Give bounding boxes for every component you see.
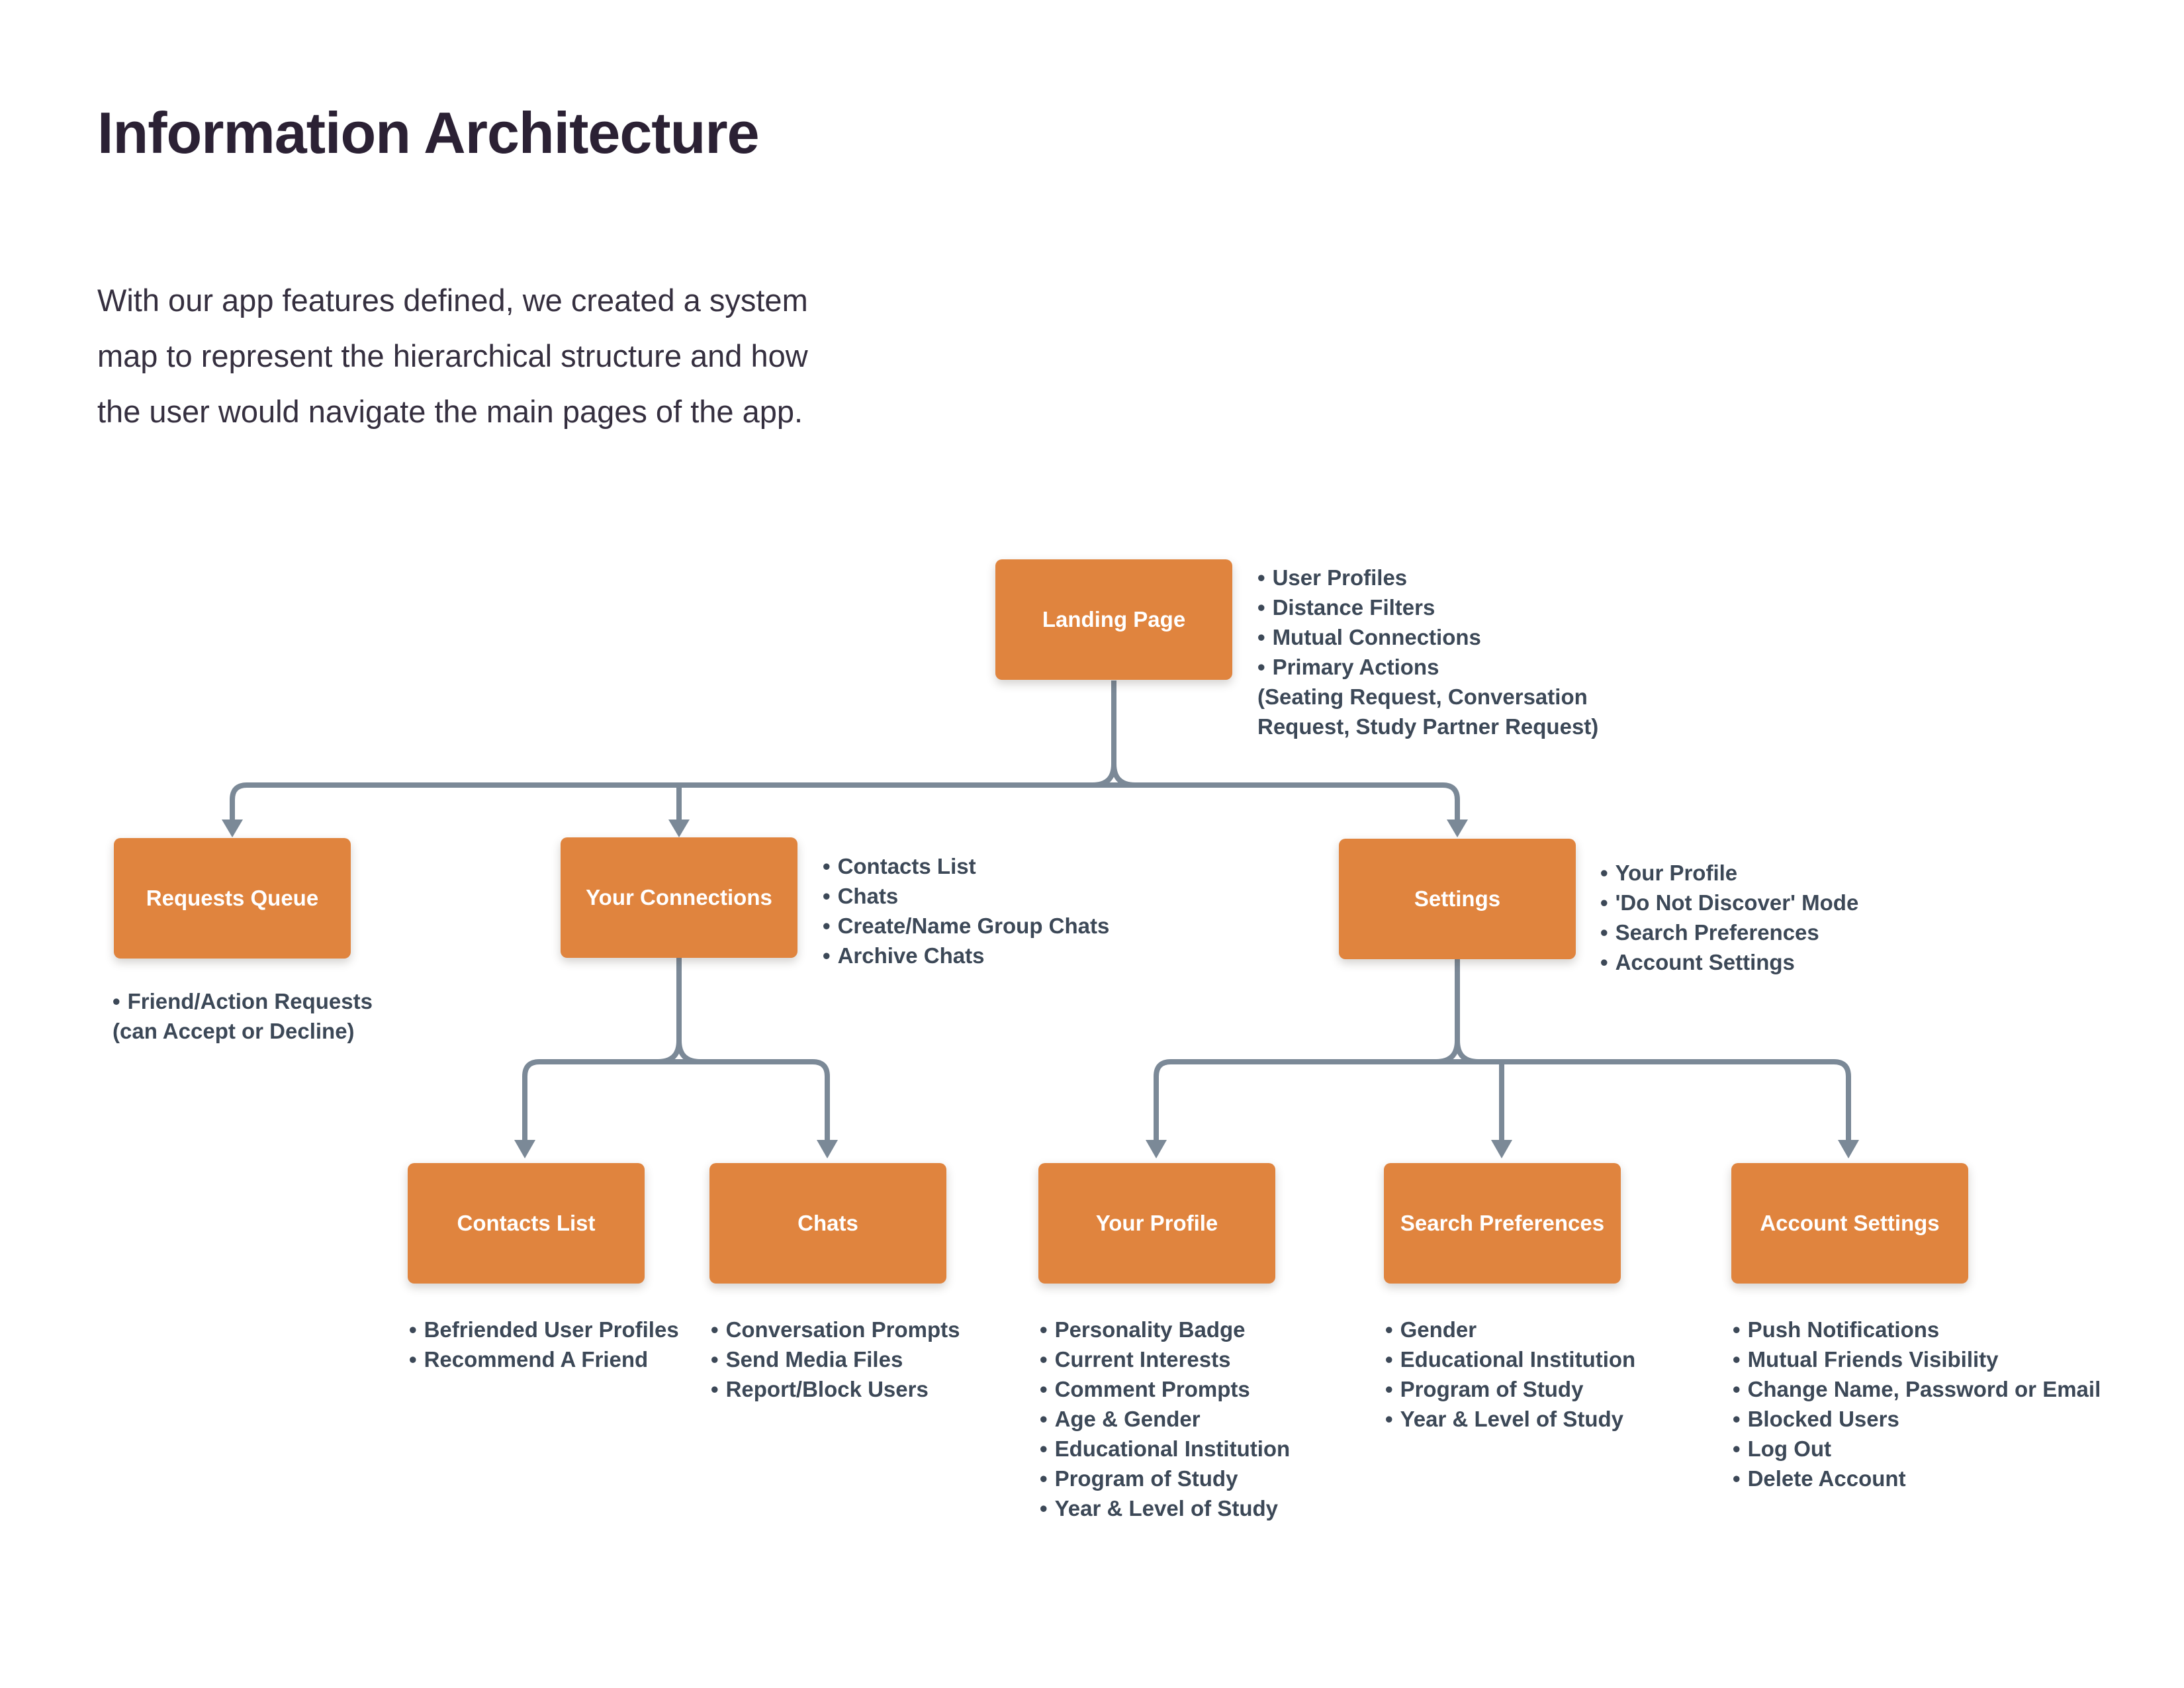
bullet-item: Archive Chats <box>823 941 1246 970</box>
bullet-item: Chats <box>823 881 1246 911</box>
node-label: Chats <box>797 1211 858 1235</box>
bullet-item: Your Profile <box>1600 858 2024 888</box>
connector-landing-fillet-right <box>1111 763 1136 788</box>
arrowhead-your-profile <box>1146 1140 1167 1158</box>
bullet-item: Educational Institution <box>1040 1434 1410 1464</box>
intro-text: With our app features defined, we create… <box>97 283 808 429</box>
bullet-item: Recommend A Friend <box>409 1344 780 1374</box>
node-label: Settings <box>1414 886 1501 911</box>
node-label: Contacts List <box>457 1211 596 1235</box>
bullet-item: Current Interests <box>1040 1344 1410 1374</box>
bullet-list-landing-page: User ProfilesDistance FiltersMutual Conn… <box>1257 563 1641 741</box>
bullet-list-requests-queue: Friend/Action Requests (can Accept or De… <box>113 986 496 1046</box>
connector-level2-rail <box>230 782 1460 822</box>
node-label: Your Profile <box>1095 1211 1218 1235</box>
connector-connections-fillet-left <box>657 1040 682 1064</box>
arrowhead-chats <box>817 1140 838 1158</box>
bullet-item: Primary Actions <box>1257 652 1641 682</box>
bullet-item: Change Name, Password or Email <box>1733 1374 2183 1404</box>
bullet-item: Educational Institution <box>1385 1344 1756 1374</box>
bullet-item: Age & Gender <box>1040 1404 1410 1434</box>
bullet-item: Contacts List <box>823 851 1246 881</box>
bullet-item: Program of Study <box>1385 1374 1756 1404</box>
bullet-item: Mutual Connections <box>1257 622 1641 652</box>
bullet-item: 'Do Not Discover' Mode <box>1600 888 2024 917</box>
arrowhead-settings <box>1447 820 1468 837</box>
bullet-item: Search Preferences <box>1600 917 2024 947</box>
bullet-list-account-settings: Push NotificationsMutual Friends Visibil… <box>1733 1315 2183 1493</box>
bullet-item: Year & Level of Study <box>1040 1493 1410 1523</box>
bullet-item: Gender <box>1385 1315 1756 1344</box>
bullet-item: Delete Account <box>1733 1464 2183 1493</box>
node-your-profile: Your Profile <box>1038 1163 1275 1284</box>
connector-connections-rail <box>522 1059 830 1141</box>
bullet-item: Blocked Users <box>1733 1404 2183 1434</box>
node-label: Requests Queue <box>146 886 319 910</box>
arrowhead-your-connections <box>668 820 690 837</box>
bullet-item: Personality Badge <box>1040 1315 1410 1344</box>
connector-settings-fillet-right <box>1455 1040 1479 1064</box>
bullet-item: Conversation Prompts <box>711 1315 1081 1344</box>
bullet-item: Create/Name Group Chats <box>823 911 1246 941</box>
bullet-item: Program of Study <box>1040 1464 1410 1493</box>
note-text: (can Accept or Decline) <box>113 1019 355 1043</box>
arrowhead-search-preferences <box>1491 1140 1512 1158</box>
node-contacts-list: Contacts List <box>408 1163 645 1284</box>
bullet-item: Friend/Action Requests <box>113 986 496 1016</box>
node-account-settings: Account Settings <box>1731 1163 1968 1284</box>
bullet-list-contacts-list: Befriended User ProfilesRecommend A Frie… <box>409 1315 780 1374</box>
node-chats: Chats <box>709 1163 946 1284</box>
bullet-item: Account Settings <box>1600 947 2024 977</box>
node-search-preferences: Search Preferences <box>1384 1163 1621 1284</box>
bullet-item: Befriended User Profiles <box>409 1315 780 1344</box>
node-label: Account Settings <box>1760 1211 1940 1235</box>
arrowhead-requests-queue <box>222 820 243 837</box>
page-title: Information Architecture <box>97 100 760 165</box>
connector-settings-fillet-left <box>1435 1040 1460 1064</box>
bullet-item: Distance Filters <box>1257 592 1641 622</box>
bullet-list-search-preferences: GenderEducational InstitutionProgram of … <box>1385 1315 1756 1434</box>
arrowhead-account-settings <box>1838 1140 1859 1158</box>
bullet-item: Push Notifications <box>1733 1315 2183 1344</box>
connector-landing-fillet-left <box>1092 763 1116 788</box>
bullet-item: Log Out <box>1733 1434 2183 1464</box>
node-your-connections: Your Connections <box>561 837 797 958</box>
node-label: Landing Page <box>1042 607 1186 632</box>
bullet-list-chats: Conversation PromptsSend Media FilesRepo… <box>711 1315 1081 1404</box>
arrowhead-contacts-list <box>514 1140 535 1158</box>
bullet-item: Report/Block Users <box>711 1374 1081 1404</box>
bullet-list-your-connections: Contacts ListChatsCreate/Name Group Chat… <box>823 851 1246 970</box>
bullet-list-your-profile: Personality BadgeCurrent InterestsCommen… <box>1040 1315 1410 1523</box>
node-label: Your Connections <box>586 885 772 910</box>
note-text: (Seating Request, Conversation Request, … <box>1257 684 1599 739</box>
node-label: Search Preferences <box>1400 1211 1605 1235</box>
node-settings: Settings <box>1339 839 1576 959</box>
connector-settings-rail <box>1154 1059 1851 1141</box>
bullet-list-settings: Your Profile'Do Not Discover' ModeSearch… <box>1600 858 2024 977</box>
bullet-item: Year & Level of Study <box>1385 1404 1756 1434</box>
connector-connections-fillet-right <box>676 1040 701 1064</box>
bullet-item: Send Media Files <box>711 1344 1081 1374</box>
node-landing-page: Landing Page <box>995 559 1232 680</box>
node-requests-queue: Requests Queue <box>114 838 351 959</box>
bullet-item: User Profiles <box>1257 563 1641 592</box>
bullet-item: Comment Prompts <box>1040 1374 1410 1404</box>
bullet-item: Mutual Friends Visibility <box>1733 1344 2183 1374</box>
